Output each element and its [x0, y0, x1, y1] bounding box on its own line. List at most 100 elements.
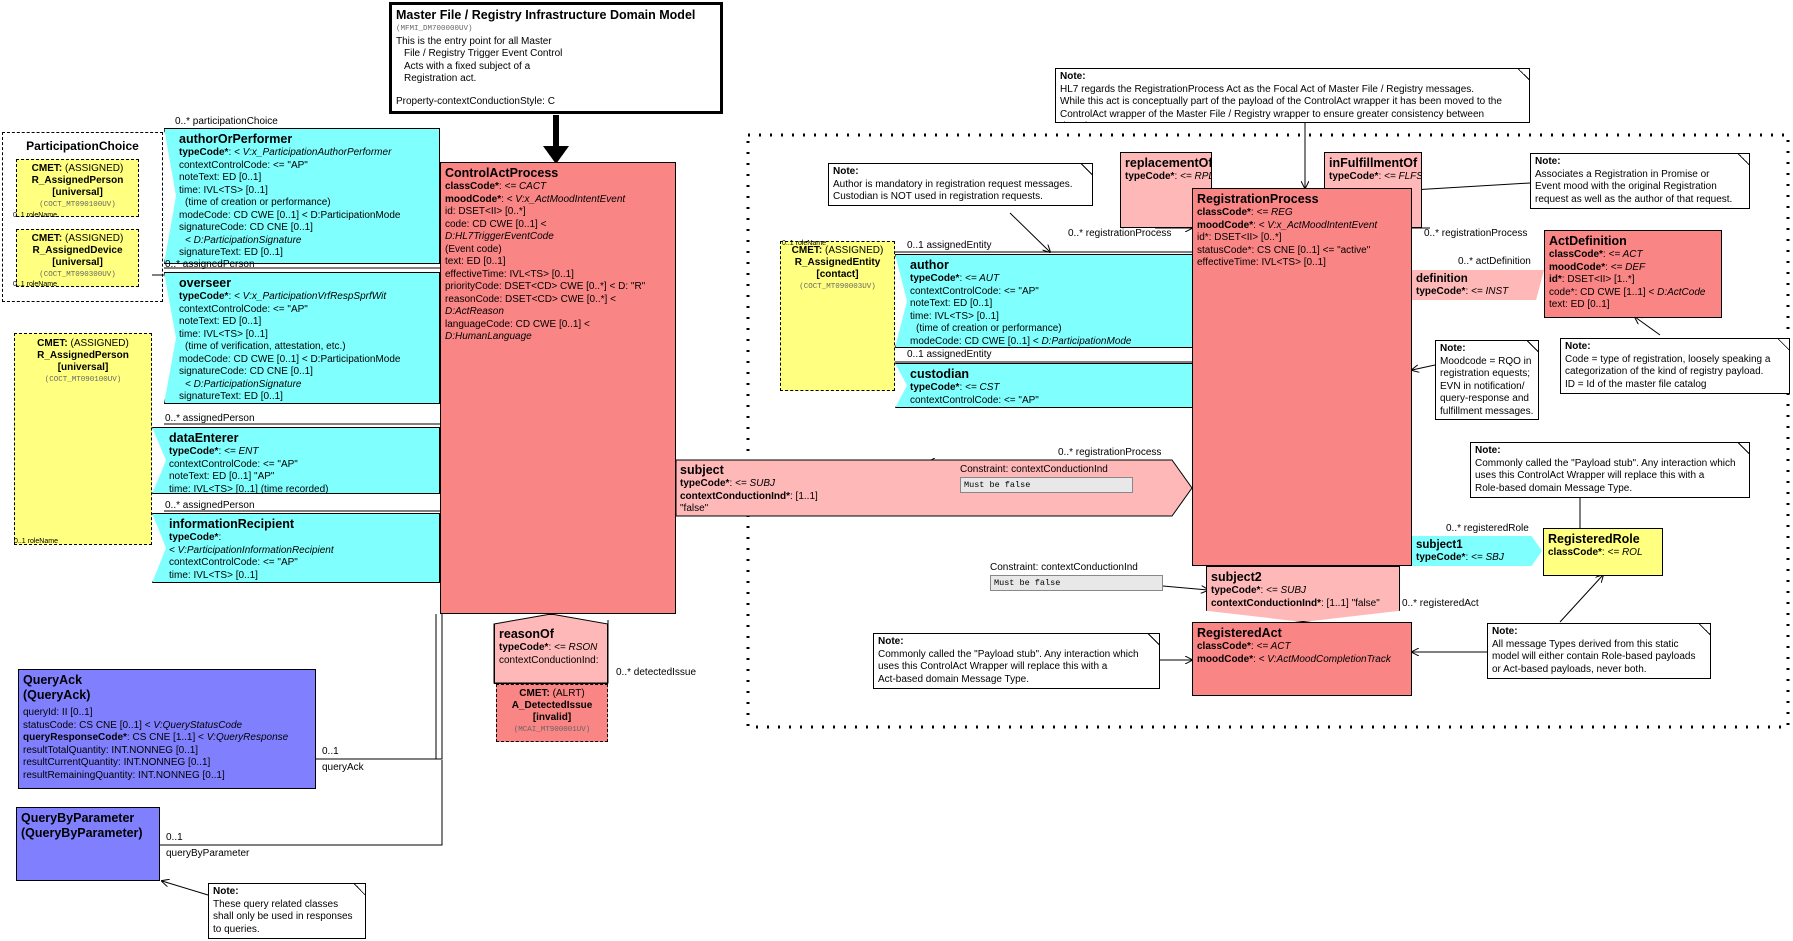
- class-title: author: [910, 258, 949, 272]
- attr: noteText: ED [0..1]: [179, 316, 262, 327]
- label-query-ack-mult: 0..1: [322, 746, 339, 757]
- class-title: ActDefinition: [1549, 234, 1627, 248]
- class-title: RegisteredRole: [1548, 532, 1640, 546]
- label-query-by-param-name: queryByParameter: [166, 848, 250, 859]
- attr: < D:ParticipationSignature: [185, 378, 302, 390]
- attr: (Event code): [445, 243, 502, 255]
- query-by-parameter: QueryByParameter (QueryByParameter): [16, 807, 160, 881]
- attr: contextControlCode: <= "AP": [179, 159, 308, 171]
- registered-role: RegisteredRole classCode*: <= ROL: [1543, 528, 1663, 576]
- class-title: overseer: [179, 276, 232, 290]
- attr: contextControlCode: <= "AP": [179, 303, 308, 315]
- cmet-kind: [universal]: [52, 257, 103, 268]
- attr: (time of creation or performance): [916, 323, 1062, 334]
- note-heading: Note:: [1440, 343, 1466, 354]
- data-enterer: dataEnterer typeCode*: <= ENT contextCon…: [152, 427, 440, 494]
- note-line: Commonly called the "Payload stub". Any …: [1475, 457, 1736, 469]
- rolename-label: 0..1 roleName: [782, 240, 826, 247]
- label-registration-process-2: 0..* registrationProcess: [1068, 228, 1172, 239]
- attr: languageCode: CD CWE [0..1] <: [445, 318, 590, 330]
- subject1: subject1 typeCode*: <= SBJ: [1412, 536, 1542, 566]
- note-focal: Note: HL7 regards the RegistrationProces…: [1055, 68, 1530, 123]
- rolename-label: 0..1 roleName: [13, 212, 57, 219]
- label-detected-issue: 0..* detectedIssue: [616, 667, 697, 678]
- attr: resultTotalQuantity: INT.NONNEG [0..1]: [23, 744, 199, 756]
- entry-point-box: Master File / Registry Infrastructure Do…: [389, 2, 723, 114]
- cmet-name: R_AssignedPerson: [37, 350, 129, 361]
- cmet-label: CMET:: [31, 163, 63, 174]
- note-line: Custodian is NOT used in registration re…: [833, 191, 1043, 202]
- subject2: subject2 typeCode*: <= SUBJ contextCondu…: [1206, 566, 1400, 622]
- attr: time: IVL<TS> [0..1]: [910, 310, 999, 322]
- entry-title: Master File / Registry Infrastructure Do…: [396, 8, 696, 22]
- registration-process: RegistrationProcess classCode*: <= REG m…: [1192, 188, 1412, 566]
- label-assigned-entity-1: 0..1 assignedEntity: [907, 240, 992, 251]
- cmet-assigned-device: CMET: (ASSIGNED) R_AssignedDevice [unive…: [16, 229, 139, 287]
- cmet-type: (ASSIGNED): [65, 233, 124, 244]
- note-line: Role-based domain Message Type.: [1475, 482, 1633, 494]
- cmet-id: (COCT_MT090300UV): [39, 271, 116, 279]
- definition: definition typeCode*: <= INST: [1412, 270, 1544, 300]
- attr: D:HumanLanguage: [445, 331, 532, 342]
- attr: time: IVL<TS> [0..1]: [169, 569, 258, 581]
- cmet-kind: [universal]: [52, 187, 103, 198]
- class-title: inFulfillmentOf: [1329, 156, 1418, 170]
- query-ack: QueryAck (QueryAck) queryId: II [0..1] s…: [18, 669, 316, 789]
- note-line: While this act is conceptually part of t…: [1060, 96, 1502, 107]
- note-line: Act-based domain Message Type.: [878, 673, 1030, 685]
- cmet-name: R_AssignedEntity: [794, 257, 881, 268]
- cmet-kind: [contact]: [816, 269, 859, 280]
- rolename-label: 0..1 roleName: [14, 538, 58, 545]
- attr: contextControlCode: <= "AP": [910, 394, 1039, 406]
- attr: text: ED [0..1]: [1549, 299, 1610, 310]
- entry-desc-0: This is the entry point for all Master: [396, 35, 552, 47]
- note-line: or Act-based payloads, never both.: [1492, 663, 1647, 675]
- constraint-value: Must be false: [960, 477, 1133, 493]
- note-line: shall only be used in responses: [213, 911, 353, 922]
- attr: D:HL7TriggerEventCode: [445, 231, 554, 242]
- label-assigned-person-2: 0..* assignedPerson: [165, 413, 255, 424]
- note-line: ID = Id of the master file catalog: [1565, 378, 1707, 390]
- note-moodcode: Note: Moodcode = RQO in registration equ…: [1435, 340, 1539, 420]
- note-line: categorization of the kind of registry p…: [1565, 366, 1764, 377]
- attr: effectiveTime: IVL<TS> [0..1]: [1197, 257, 1326, 268]
- note-line: Moodcode = RQO in: [1440, 355, 1532, 367]
- attr: contextControlCode: <= "AP": [910, 285, 1039, 297]
- attr: reasonCode: DSET<CD> CWE [0..*] <: [445, 293, 616, 305]
- entry-desc-2: Acts with a fixed subject of a: [404, 60, 531, 72]
- class-title: informationRecipient: [169, 517, 295, 531]
- label-assigned-person-1: 0..* assignedPerson: [165, 259, 255, 270]
- note-line: Associates a Registration in Promise or: [1535, 168, 1710, 180]
- cmet-type: (ASSIGNED): [65, 163, 124, 174]
- entry-desc-3: Registration act.: [404, 73, 477, 84]
- cmet-label: CMET:: [37, 338, 68, 349]
- note-line: Event mood with the original Registratio…: [1535, 181, 1717, 192]
- note-line: uses this ControlAct Wrapper will replac…: [1475, 470, 1705, 481]
- class-title: reasonOf: [499, 627, 554, 641]
- attr: text: ED [0..1]: [445, 256, 506, 267]
- attr: id*: DSET<II> [0..*]: [1197, 232, 1282, 243]
- attr: signatureCode: CD CNE [0..1]: [179, 366, 313, 377]
- label-assigned-person-3: 0..* assignedPerson: [165, 500, 255, 511]
- cmet-label: CMET:: [31, 233, 63, 244]
- class-title: RegistrationProcess: [1197, 192, 1319, 206]
- label-query-by-param-mult: 0..1: [166, 832, 183, 843]
- note-heading: Note:: [1492, 626, 1518, 637]
- participation-choice-title: ParticipationChoice: [26, 139, 139, 153]
- cmet-assigned-entity: CMET: (ASSIGNED) R_AssignedEntity [conta…: [780, 241, 895, 391]
- attr: signatureText: ED [0..1]: [179, 247, 283, 258]
- note-query: Note: These query related classes shall …: [208, 883, 366, 939]
- cmet-name: A_DetectedIssue: [511, 700, 593, 711]
- attr: queryId: II [0..1]: [23, 707, 93, 718]
- attr: (time of creation or performance): [185, 197, 331, 208]
- constraint-label: Constraint: contextConductionInd: [960, 464, 1108, 475]
- class-title: ControlActProcess: [445, 166, 559, 180]
- cmet-id: (COCT_MT090100UV): [44, 376, 122, 384]
- information-recipient: informationRecipient typeCode*: < V:Part…: [152, 513, 440, 583]
- attr: D:ActReason: [445, 306, 504, 317]
- custodian: custodian typeCode*: <= CST contextContr…: [895, 363, 1195, 408]
- entry-id: (MFMI_DM700000UV): [396, 25, 473, 33]
- note-line: All message Types derived from this stat…: [1492, 638, 1679, 650]
- participation-choice: ParticipationChoice CMET: (ASSIGNED) R_A…: [2, 132, 163, 302]
- attr: < V:ParticipationInformationRecipient: [169, 544, 334, 556]
